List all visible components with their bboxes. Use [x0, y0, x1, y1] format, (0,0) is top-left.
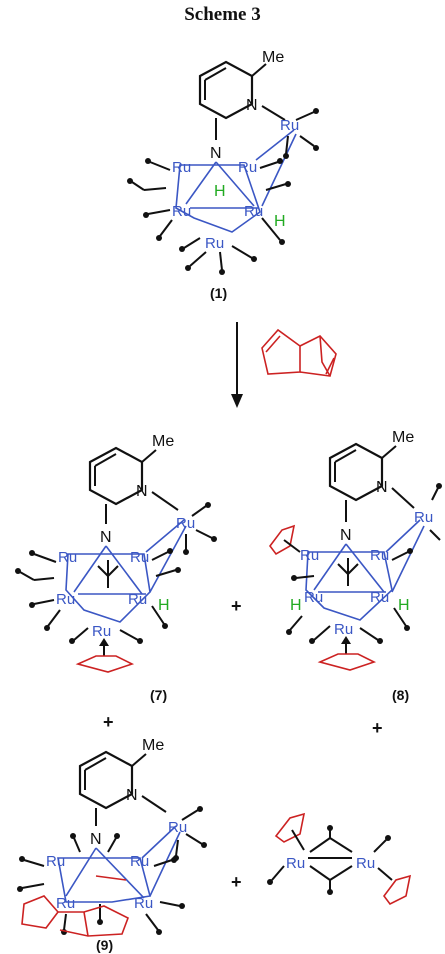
compound-9: Me N N Ru Ru Ru Ru Ru	[17, 737, 207, 953]
plus-sign: +	[372, 718, 383, 738]
ru-label: Ru	[130, 853, 149, 870]
ru-label: Ru	[280, 117, 299, 134]
ru-label: Ru	[58, 549, 77, 566]
amido-n-label: N	[340, 527, 352, 544]
ru-label: Ru	[128, 591, 147, 608]
pyridine-n-label: N	[376, 479, 388, 496]
ru-label: Ru	[238, 159, 257, 176]
ru-label: Ru	[168, 819, 187, 836]
ru-label: Ru	[304, 589, 323, 606]
pyridine-ring	[78, 750, 134, 810]
pyridine-n-label: N	[246, 97, 258, 114]
pyridine-ring	[198, 60, 254, 120]
carbonyl-ligands	[15, 502, 217, 644]
carbonyl-ligands	[127, 108, 319, 275]
ru-label: Ru	[370, 589, 389, 606]
hydride-label: H	[398, 597, 410, 614]
ru-label: Ru	[56, 895, 75, 912]
cyclopentadienyl-ring	[75, 655, 135, 673]
compound-9-label: (9)	[96, 937, 113, 953]
ru-label: Ru	[205, 235, 224, 252]
compound-7-label: (7)	[150, 687, 167, 703]
ru-label: Ru	[244, 203, 263, 220]
ru-label: Ru	[176, 515, 195, 532]
cyclopentadienyl-ring	[317, 653, 377, 671]
ru-label: Ru	[356, 855, 375, 872]
carbonyl-ligands	[17, 806, 207, 935]
compound-1: Me N N Ru Ru Ru Ru Ru Ru H H	[127, 49, 319, 301]
ru-label: Ru	[414, 509, 433, 526]
pyridine-n-label: N	[126, 787, 138, 804]
ruthenium-dimer: Ru Ru	[267, 812, 412, 906]
ru-label: Ru	[172, 203, 191, 220]
methyl-label: Me	[392, 429, 414, 446]
cyclopentadienyl-ring	[383, 874, 412, 906]
methyl-label: Me	[142, 737, 164, 754]
compound-7: Me N N Ru Ru Ru Ru Ru Ru H	[15, 433, 217, 703]
pyridine-n-label: N	[136, 483, 148, 500]
ru-label: Ru	[134, 895, 153, 912]
pyridine-ring	[88, 446, 144, 506]
ru-label: Ru	[172, 159, 191, 176]
ru-label: Ru	[300, 547, 319, 564]
amido-n-label: N	[210, 145, 222, 162]
dicyclopentadiene-ligand	[21, 895, 60, 929]
scheme-title: Scheme 3	[184, 4, 261, 25]
pyridine-ring	[328, 442, 384, 502]
ru-label: Ru	[46, 853, 65, 870]
amido-n-label: N	[90, 831, 102, 848]
dicyclopentadiene-reagent	[261, 328, 337, 377]
ru-label: Ru	[130, 549, 149, 566]
cyclopentadienyl-ring	[274, 812, 306, 843]
cyclopentadienyl-ring	[269, 524, 296, 556]
compound-8-label: (8)	[392, 687, 409, 703]
compound-1-label: (1)	[210, 285, 227, 301]
hydride-label: H	[214, 183, 226, 200]
hydride-label: H	[158, 597, 170, 614]
carbonyl-ligands	[286, 483, 442, 644]
ru-label: Ru	[334, 621, 353, 638]
amido-n-label: N	[100, 529, 112, 546]
plus-sign: +	[231, 872, 242, 892]
ru-label: Ru	[92, 623, 111, 640]
ru-label: Ru	[370, 547, 389, 564]
methyl-label: Me	[262, 49, 284, 66]
ru-label: Ru	[286, 855, 305, 872]
compound-8: Me N N Ru Ru Ru Ru Ru Ru H H	[269, 429, 442, 703]
hydride-label: H	[290, 597, 302, 614]
reaction-arrow	[231, 322, 243, 408]
methyl-label: Me	[152, 433, 174, 450]
hydride-label: H	[274, 213, 286, 230]
plus-sign: +	[103, 712, 114, 732]
plus-sign: +	[231, 596, 242, 616]
ru-label: Ru	[56, 591, 75, 608]
